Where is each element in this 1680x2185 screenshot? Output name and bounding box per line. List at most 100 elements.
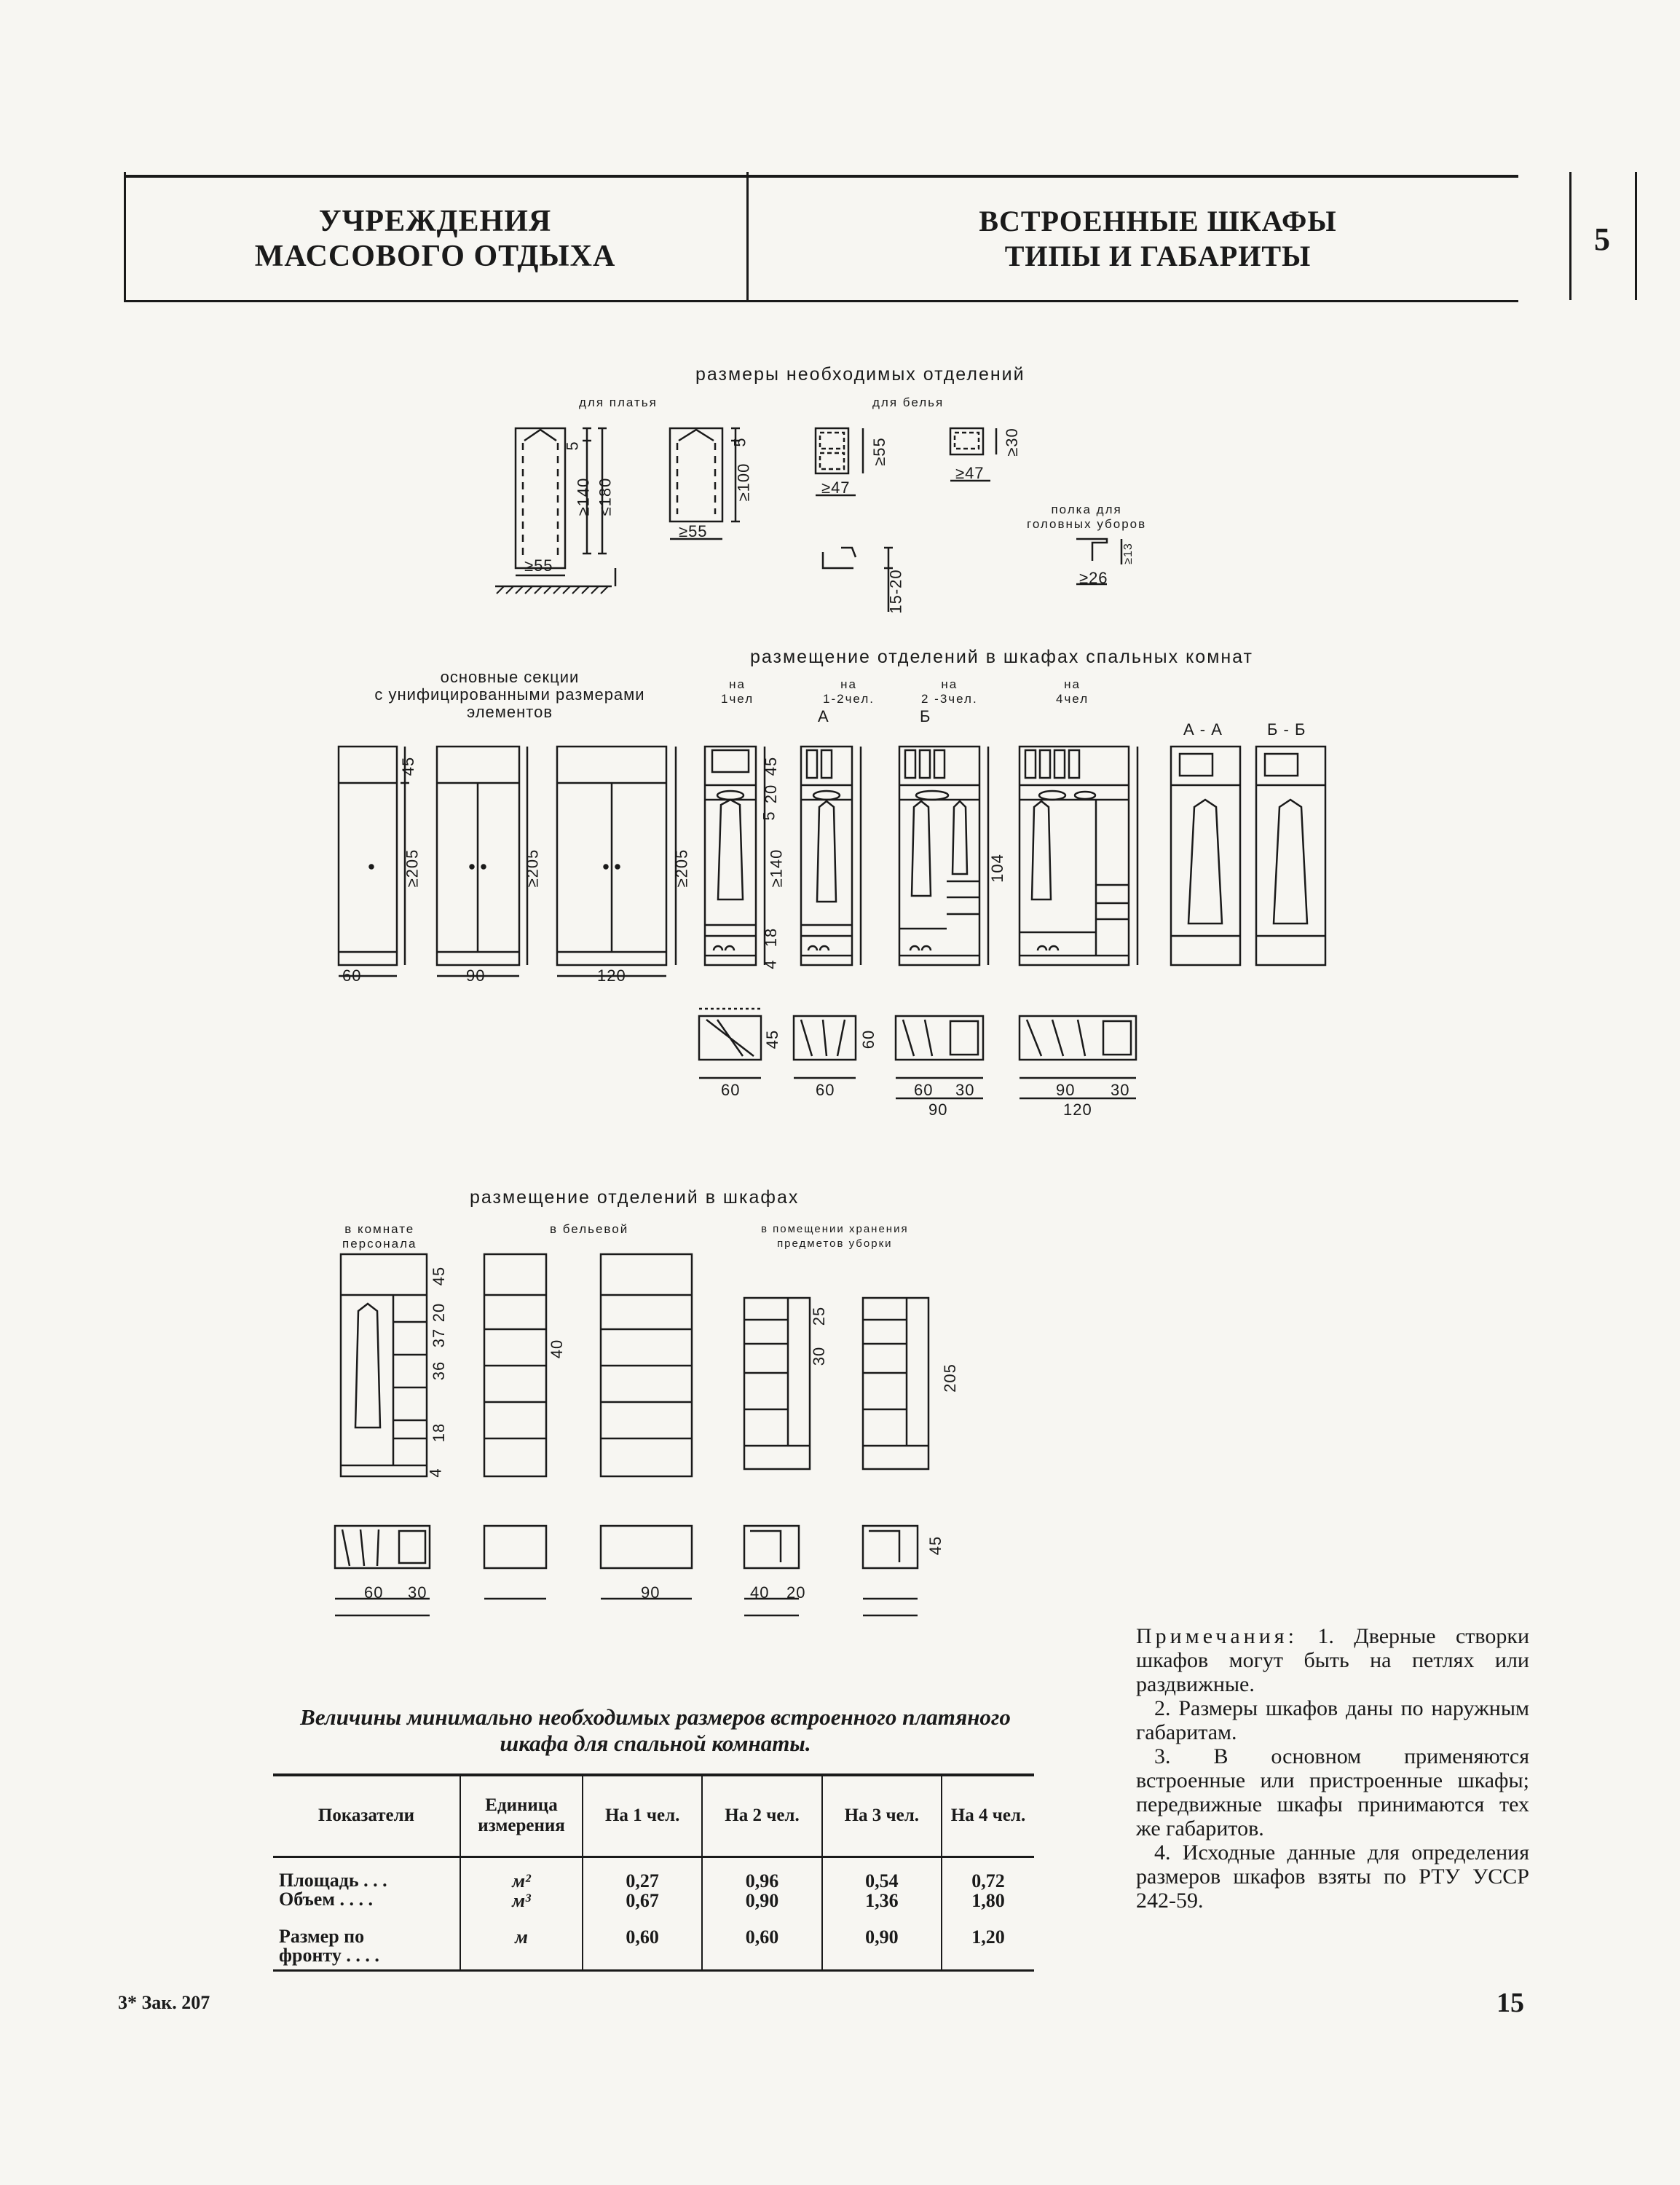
linen-compartment-large bbox=[814, 427, 850, 475]
note-4: 4. Исходные данные для определения разме… bbox=[1136, 1840, 1529, 1913]
plan-width-label: 20 bbox=[786, 1583, 806, 1602]
cut-label-b: Б bbox=[920, 707, 931, 725]
label-linen-room: в бельевой bbox=[550, 1222, 629, 1236]
column-header: На 4 чел. bbox=[941, 1775, 1034, 1857]
header-category-line2: МАССОВОГО ОТДЫХА bbox=[254, 240, 616, 273]
width-label: 90 bbox=[466, 966, 486, 985]
header-section-number: 5 bbox=[1594, 221, 1610, 257]
basic-section-90 bbox=[435, 745, 521, 966]
dim-label: ≥55 bbox=[524, 556, 553, 575]
coat-icon bbox=[717, 798, 744, 901]
plan-width-label: 30 bbox=[1111, 1081, 1130, 1099]
height-label: 30 bbox=[810, 1346, 829, 1366]
note-1: Примечания: 1. Дверные створки шкафов мо… bbox=[1136, 1624, 1529, 1696]
basic-section-120 bbox=[556, 745, 668, 966]
shoes-icon bbox=[909, 945, 932, 951]
hat-shelf bbox=[1076, 538, 1108, 561]
dim-label: ≥26 bbox=[1079, 569, 1108, 587]
plan-linen-60 bbox=[483, 1524, 548, 1570]
coat-icon bbox=[910, 800, 932, 897]
plan-width-label: 120 bbox=[1063, 1101, 1092, 1119]
dim-label: ≥55 bbox=[679, 522, 708, 540]
coat-icon bbox=[1187, 798, 1223, 925]
coat-icon bbox=[1030, 800, 1052, 901]
column-header: Единица измерения bbox=[460, 1775, 583, 1857]
note-3: 3. В основном применяются встроенные или… bbox=[1136, 1744, 1529, 1840]
fig1-label-dress: для платья bbox=[579, 395, 658, 409]
coat-icon bbox=[816, 800, 837, 903]
height-label: 36 bbox=[430, 1361, 449, 1381]
height-label: 20 bbox=[430, 1302, 449, 1323]
plan-width-label: 40 bbox=[750, 1583, 770, 1602]
header-topic-line2: ТИПЫ И ГАБАРИТЫ bbox=[1004, 240, 1312, 272]
shoe-shelf bbox=[821, 552, 853, 570]
plan-width-label: 30 bbox=[408, 1583, 427, 1602]
shoes-icon bbox=[1036, 945, 1060, 951]
interior-1-person bbox=[703, 745, 757, 966]
interior-1-2-persons bbox=[800, 745, 853, 966]
shoes-icon bbox=[807, 945, 830, 951]
interior-2-3-persons bbox=[898, 745, 981, 966]
height-label: 45 bbox=[430, 1266, 449, 1286]
height-label: 205 bbox=[940, 1363, 959, 1393]
plan-width-label: 60 bbox=[816, 1081, 835, 1099]
header-divider bbox=[1635, 172, 1637, 300]
header-category-line1: УЧРЕЖДЕНИЯ bbox=[318, 205, 552, 238]
note-2: 2. Размеры шкафов даны по наружным габар… bbox=[1136, 1696, 1529, 1744]
linen-compartment-small bbox=[949, 427, 985, 456]
interior-4-persons bbox=[1018, 745, 1130, 966]
header-divider bbox=[746, 172, 749, 300]
dimensions-table: Показатели Единица измерения На 1 чел. Н… bbox=[273, 1773, 1034, 1972]
width-label: 120 bbox=[597, 966, 626, 985]
section-bb-label: Б - Б bbox=[1267, 720, 1306, 739]
cleaning-wardrobe-2 bbox=[861, 1296, 930, 1471]
plan-120 bbox=[1018, 1015, 1137, 1061]
coat-icon bbox=[354, 1302, 382, 1429]
plan-90 bbox=[894, 1015, 985, 1061]
plan-60a bbox=[698, 1015, 762, 1061]
dress-compartment-tall bbox=[514, 427, 567, 570]
height-label: 4 bbox=[426, 1468, 445, 1478]
plan-60b bbox=[792, 1015, 857, 1061]
width-label: 60 bbox=[342, 966, 362, 985]
plan-width-label: 60 bbox=[364, 1583, 384, 1602]
plan-cleaning-1 bbox=[743, 1524, 800, 1570]
cleaning-wardrobe-1 bbox=[743, 1296, 811, 1471]
section-bb bbox=[1255, 745, 1327, 966]
plan-width-label: 90 bbox=[1056, 1081, 1076, 1099]
staff-wardrobe bbox=[339, 1253, 428, 1478]
section-aa-label: А - А bbox=[1183, 720, 1223, 739]
plan-cleaning-2 bbox=[861, 1524, 919, 1570]
dress-compartment-short bbox=[669, 427, 724, 523]
fig1-title: размеры необходимых отделений bbox=[695, 364, 1025, 385]
fig1-label-linen: для белья bbox=[872, 395, 944, 409]
column-header: Показатели bbox=[318, 1806, 415, 1826]
plan-linen-90 bbox=[599, 1524, 693, 1570]
column-header: На 3 чел. bbox=[821, 1775, 942, 1857]
coat-icon bbox=[1272, 798, 1309, 925]
page-header: УЧРЕЖДЕНИЯ МАССОВОГО ОТДЫХА ВСТРОЕННЫЕ Ш… bbox=[124, 172, 1637, 302]
table-header-row: Показатели Единица измерения На 1 чел. Н… bbox=[273, 1775, 1034, 1857]
page-number: 15 bbox=[1496, 1988, 1524, 2018]
fig2-title: размещение отделений в шкафах спальных к… bbox=[750, 647, 1253, 667]
dim-label: ≥47 bbox=[821, 479, 851, 497]
shoes-icon bbox=[712, 945, 736, 951]
fig3-title: размещение отделений в шкафах bbox=[470, 1187, 800, 1208]
dim-label: ≥47 bbox=[955, 464, 985, 482]
header-topic: ВСТРОЕННЫЕ ШКАФЫ ТИПЫ И ГАБАРИТЫ bbox=[746, 178, 1569, 300]
plan-width-label: 90 bbox=[641, 1583, 660, 1602]
table-row: Размер по фронту . . . . м 0,60 0,60 0,9… bbox=[273, 1914, 1034, 1971]
plan-width-label: 60 bbox=[914, 1081, 934, 1099]
plan-depth-label: 45 bbox=[926, 1535, 945, 1556]
column-header: На 1 чел. bbox=[581, 1775, 703, 1857]
column-header: На 2 чел. bbox=[701, 1775, 822, 1857]
